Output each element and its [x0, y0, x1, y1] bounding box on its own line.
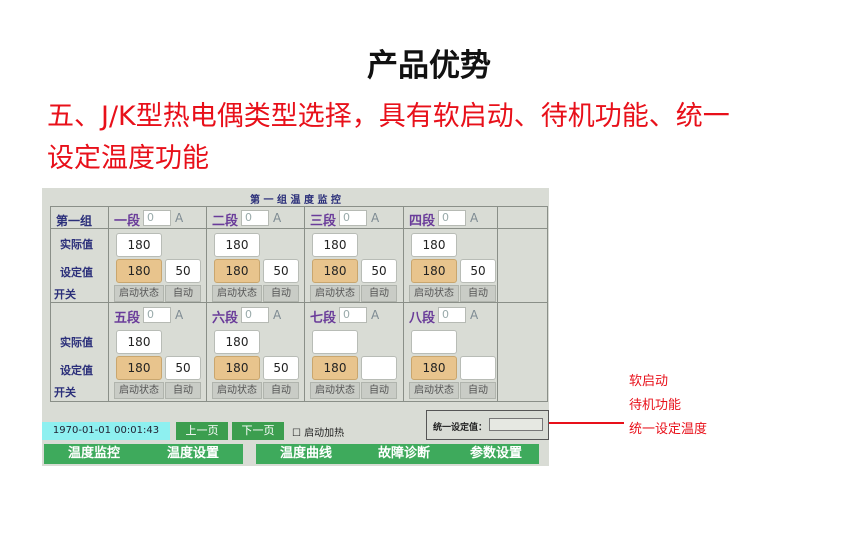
- setpoint-value-field[interactable]: 180: [411, 356, 457, 380]
- start-status-button[interactable]: 启动状态: [310, 285, 360, 302]
- nav-button-5[interactable]: 参数设置: [453, 444, 539, 464]
- nav-button-3[interactable]: 温度曲线: [256, 444, 356, 464]
- secondary-value-field[interactable]: [460, 356, 496, 380]
- secondary-value-field[interactable]: 50: [165, 259, 201, 283]
- auto-button[interactable]: 自动: [361, 285, 397, 302]
- start-status-button[interactable]: 启动状态: [114, 285, 164, 302]
- actual-value-field[interactable]: 180: [214, 233, 260, 257]
- setpoint-label-2: 设定值: [60, 364, 93, 377]
- unified-setpoint-label: 统一设定值：: [433, 423, 488, 433]
- panel-header: 第 一 组 温 度 监 控: [250, 195, 341, 206]
- unified-setpoint-input[interactable]: [489, 418, 543, 431]
- headline-line-1: 五、J/K型热电偶类型选择，具有软启动、待机功能、统一: [47, 101, 730, 132]
- auto-button[interactable]: 自动: [460, 382, 496, 399]
- actual-label-2: 实际值: [60, 336, 93, 349]
- start-status-button[interactable]: 启动状态: [212, 285, 262, 302]
- secondary-value-field[interactable]: 50: [165, 356, 201, 380]
- page-title: 产品优势: [367, 48, 491, 84]
- start-heating-label: 启动加热: [304, 428, 345, 439]
- nav-button-4[interactable]: 故障诊断: [354, 444, 454, 464]
- amp-unit: A: [175, 308, 184, 322]
- setpoint-value-field[interactable]: 180: [411, 259, 457, 283]
- start-status-button[interactable]: 启动状态: [114, 382, 164, 399]
- actual-value-field[interactable]: [411, 330, 457, 354]
- switch-label-2: 开关: [54, 386, 76, 399]
- amp-unit: A: [273, 308, 282, 322]
- segment-current-input[interactable]: 0: [143, 210, 171, 226]
- actual-value-field[interactable]: 180: [116, 330, 162, 354]
- amp-unit: A: [175, 211, 184, 225]
- setpoint-value-field[interactable]: 180: [116, 356, 162, 380]
- start-status-button[interactable]: 启动状态: [409, 285, 459, 302]
- segment-name: 七段: [310, 311, 337, 326]
- amp-unit: A: [371, 308, 380, 322]
- amp-unit: A: [371, 211, 380, 225]
- annotation-unified-temp: 统一设定温度: [629, 422, 708, 437]
- group-label: 第一组: [56, 214, 93, 228]
- hmi-panel: 第 一 组 温 度 监 控 第一组 实际值 设定值 开关 实际值 设定值 开关 …: [42, 188, 549, 466]
- headline-line-2: 设定温度功能: [47, 143, 209, 174]
- actual-value-field[interactable]: 180: [214, 330, 260, 354]
- auto-button[interactable]: 自动: [263, 382, 299, 399]
- actual-value-field[interactable]: 180: [116, 233, 162, 257]
- segment-current-input[interactable]: 0: [438, 210, 466, 226]
- secondary-value-field[interactable]: 50: [263, 356, 299, 380]
- annotation-standby: 待机功能: [629, 398, 682, 413]
- segment-name: 八段: [409, 311, 436, 326]
- secondary-value-field[interactable]: 50: [361, 259, 397, 283]
- actual-value-field[interactable]: [312, 330, 358, 354]
- start-status-button[interactable]: 启动状态: [212, 382, 262, 399]
- segment-current-input[interactable]: 0: [339, 307, 367, 323]
- actual-label: 实际值: [60, 238, 93, 251]
- segment-current-input[interactable]: 0: [143, 307, 171, 323]
- segment-grid: [50, 206, 548, 402]
- amp-unit: A: [470, 308, 479, 322]
- segment-current-input[interactable]: 0: [339, 210, 367, 226]
- next-page-button[interactable]: 下一页: [232, 422, 284, 440]
- segment-name: 三段: [310, 214, 337, 229]
- auto-button[interactable]: 自动: [165, 382, 201, 399]
- setpoint-value-field[interactable]: 180: [312, 356, 358, 380]
- secondary-value-field[interactable]: [361, 356, 397, 380]
- start-heating-checkbox[interactable]: ☐ 启动加热: [292, 424, 344, 439]
- checkbox-icon: ☐: [292, 428, 301, 439]
- start-status-button[interactable]: 启动状态: [310, 382, 360, 399]
- amp-unit: A: [470, 211, 479, 225]
- segment-name: 一段: [114, 214, 141, 229]
- segment-current-input[interactable]: 0: [241, 210, 269, 226]
- setpoint-value-field[interactable]: 180: [214, 356, 260, 380]
- secondary-value-field[interactable]: 50: [460, 259, 496, 283]
- setpoint-value-field[interactable]: 180: [116, 259, 162, 283]
- auto-button[interactable]: 自动: [165, 285, 201, 302]
- auto-button[interactable]: 自动: [361, 382, 397, 399]
- switch-label: 开关: [54, 288, 76, 301]
- actual-value-field[interactable]: 180: [411, 233, 457, 257]
- setpoint-value-field[interactable]: 180: [214, 259, 260, 283]
- start-status-button[interactable]: 启动状态: [409, 382, 459, 399]
- auto-button[interactable]: 自动: [460, 285, 496, 302]
- annotation-soft-start: 软启动: [629, 374, 669, 389]
- segment-name: 五段: [114, 311, 141, 326]
- segment-name: 六段: [212, 311, 239, 326]
- prev-page-button[interactable]: 上一页: [176, 422, 228, 440]
- setpoint-label: 设定值: [60, 266, 93, 279]
- segment-current-input[interactable]: 0: [241, 307, 269, 323]
- secondary-value-field[interactable]: 50: [263, 259, 299, 283]
- amp-unit: A: [273, 211, 282, 225]
- segment-name: 二段: [212, 214, 239, 229]
- segment-current-input[interactable]: 0: [438, 307, 466, 323]
- unified-setpoint-box: 统一设定值：: [426, 410, 549, 440]
- nav-button-2[interactable]: 温度设置: [143, 444, 243, 464]
- actual-value-field[interactable]: 180: [312, 233, 358, 257]
- auto-button[interactable]: 自动: [263, 285, 299, 302]
- datetime-display: 1970-01-01 00:01:43: [42, 422, 170, 440]
- setpoint-value-field[interactable]: 180: [312, 259, 358, 283]
- segment-name: 四段: [409, 214, 436, 229]
- nav-button-1[interactable]: 温度监控: [44, 444, 144, 464]
